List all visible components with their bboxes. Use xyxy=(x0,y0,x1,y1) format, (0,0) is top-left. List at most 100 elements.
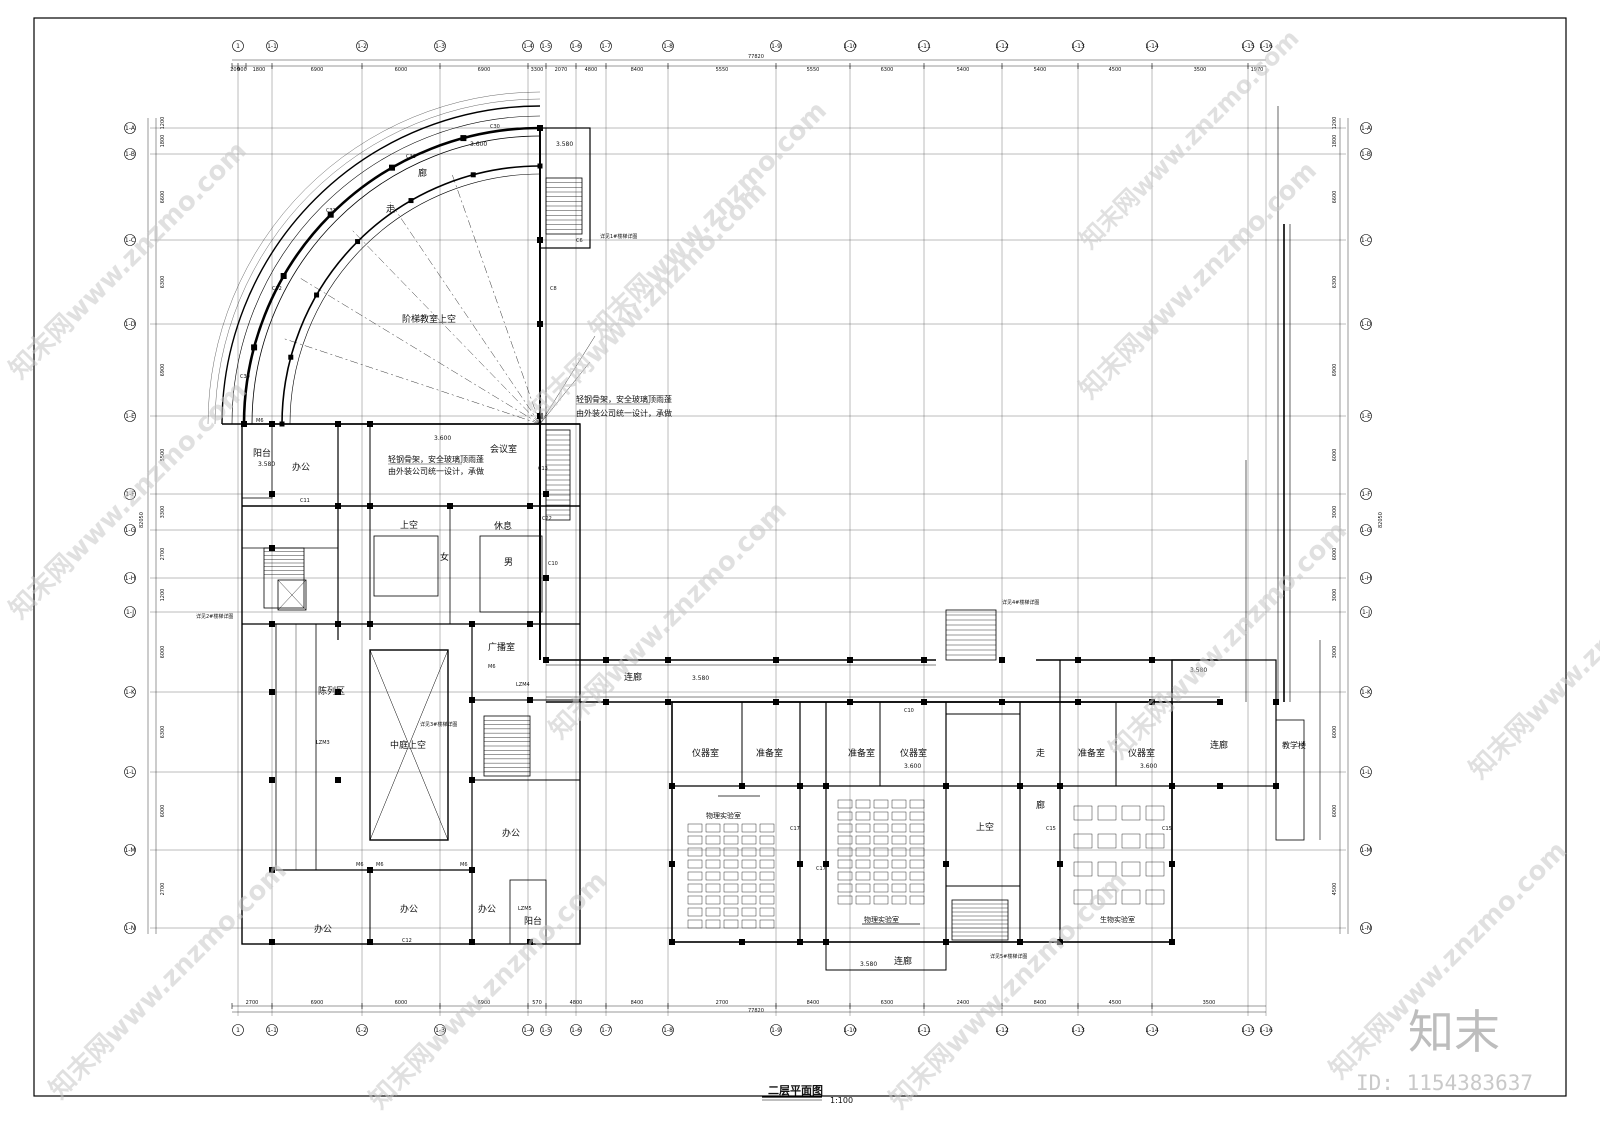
tag-c15-b: C15 xyxy=(1046,826,1056,832)
lab-desk xyxy=(723,895,739,905)
column-75 xyxy=(1217,783,1223,789)
column-33 xyxy=(469,939,475,945)
grid-bubble-right-4 xyxy=(1360,410,1372,422)
dim-right-8: 3000 xyxy=(1332,589,1338,602)
column-14 xyxy=(527,503,533,509)
lab-desk xyxy=(759,895,775,905)
grid-bubble-bottom-4 xyxy=(522,1024,534,1036)
bio-lab-bench xyxy=(1121,889,1141,905)
column-5 xyxy=(543,575,549,581)
grid-bubble-right-5 xyxy=(1360,488,1372,500)
dim-right-0: 1200 xyxy=(1332,117,1338,130)
grid-bubble-bottom-3 xyxy=(434,1024,446,1036)
stair-top-frame xyxy=(539,127,591,249)
canopy-note-1a: 轻钢骨架，安全玻璃顶雨蓬 xyxy=(576,394,672,404)
west-stair-treads xyxy=(264,434,570,772)
column-3 xyxy=(537,413,543,419)
grid-bubble-right-2-label: 1-C xyxy=(1361,237,1371,244)
level-marks: 3.600 3.580 3.600 3.580 3.580 3.600 3.60… xyxy=(258,141,1207,968)
column-63 xyxy=(1057,861,1063,867)
watermark-3: 知末网www.znzmo.com xyxy=(44,856,293,1105)
lab-desk xyxy=(759,835,775,845)
dim-right-6: 3000 xyxy=(1332,506,1338,519)
level-9: 3.580 xyxy=(1190,667,1207,674)
lab-desk xyxy=(741,859,757,869)
grid-bubble-bottom-5 xyxy=(540,1024,552,1036)
grid-bubble-bottom-13-label: 1-13 xyxy=(1071,1027,1085,1034)
arc-column-inner-1 xyxy=(288,354,294,360)
grid-bubble-top-7-label: 1-7 xyxy=(601,43,611,50)
drawing-title-block: 二层平面图 1:100 xyxy=(762,1084,853,1105)
radial-2 xyxy=(351,229,541,425)
room-atrium-void: 中庭上空 xyxy=(390,739,426,751)
room-exhibit: 陈列区 xyxy=(318,685,345,697)
column-40 xyxy=(773,699,779,705)
lab-desk xyxy=(723,823,739,833)
lab-desk xyxy=(687,823,703,833)
lab-desk xyxy=(705,883,721,893)
void-lab-box xyxy=(945,713,1021,887)
arc-dim-2 xyxy=(207,91,541,425)
grid-bubble-left-6 xyxy=(124,524,136,536)
overall-height-left: 82050 xyxy=(139,512,145,528)
lab-desk xyxy=(687,871,703,881)
column-21 xyxy=(269,689,275,695)
column-31 xyxy=(269,939,275,945)
column-16 xyxy=(269,621,275,627)
lab-desk xyxy=(891,835,907,845)
dim-left-0: 1200 xyxy=(160,117,166,130)
grid-bubble-top-10-label: 1-10 xyxy=(843,43,857,50)
radial-6 xyxy=(389,201,541,425)
room-bio-lab: 生物实验室 xyxy=(1100,915,1135,924)
grid-bubble-left-8 xyxy=(124,606,136,618)
dim-bottom-3: 6900 xyxy=(478,1000,491,1006)
brand-logo: 知末 xyxy=(1408,1005,1500,1059)
arc-column-inner-2 xyxy=(314,292,320,298)
grid-bubble-right-8-label: 1-J xyxy=(1362,609,1370,616)
dim-top-10: 5550 xyxy=(716,67,729,73)
tag-c22: C22 xyxy=(542,516,552,522)
arc-column-inner-0 xyxy=(279,421,285,427)
grid-bubble-left-3-label: 1-D xyxy=(125,321,136,328)
tag-c8: C8 xyxy=(550,286,557,292)
grid-bubble-bottom-16-label: 1-16 xyxy=(1259,1027,1273,1034)
level-7: 3.600 xyxy=(1140,763,1157,770)
overall-dim-top: 77820 xyxy=(748,54,764,60)
balcony-nw-box xyxy=(241,423,273,499)
grid-bubble-top-13 xyxy=(1072,40,1084,52)
grid-bubble-left-2 xyxy=(124,234,136,246)
tag-c30-b: C30 xyxy=(240,374,250,380)
arc-column-outer-6 xyxy=(537,125,543,131)
lab-desk xyxy=(891,871,907,881)
lab-desk xyxy=(837,799,853,809)
watermark-1: 知末网www.znzmo.com xyxy=(4,136,253,385)
lab-desk xyxy=(759,883,775,893)
dim-bottom-5: 4800 xyxy=(570,1000,583,1006)
grid-bubble-bottom-6 xyxy=(570,1024,582,1036)
dim-right-3: 6300 xyxy=(1332,276,1338,289)
grid-bubble-left-9-label: 1-K xyxy=(125,689,136,696)
lab-desk xyxy=(687,895,703,905)
column-7 xyxy=(269,421,275,427)
column-27 xyxy=(469,777,475,783)
arc-outer-wall xyxy=(221,105,541,425)
dim-bottom-11: 8400 xyxy=(1034,1000,1047,1006)
grid-bubble-top-9 xyxy=(770,40,782,52)
lab-desk xyxy=(723,835,739,845)
column-54 xyxy=(823,783,829,789)
column-2 xyxy=(537,321,543,327)
column-52 xyxy=(739,783,745,789)
room-rest: 休息 xyxy=(494,520,512,532)
grid-bubble-top-0 xyxy=(232,40,244,52)
lab-desk xyxy=(909,847,925,857)
grid-bubble-top-16-label: 1-16 xyxy=(1259,43,1273,50)
room-corridor-arc-b: 廊 xyxy=(418,167,427,179)
grid-bubble-right-12 xyxy=(1360,922,1372,934)
grid-bubble-right-5-label: 1-F xyxy=(1361,491,1371,498)
grid-bubble-bottom-1 xyxy=(266,1024,278,1036)
dim-top-1: 900 xyxy=(237,67,247,73)
lab-desk xyxy=(723,871,739,881)
lab-desk xyxy=(723,907,739,917)
lab-desk xyxy=(837,859,853,869)
level-6: 3.600 xyxy=(904,763,921,770)
